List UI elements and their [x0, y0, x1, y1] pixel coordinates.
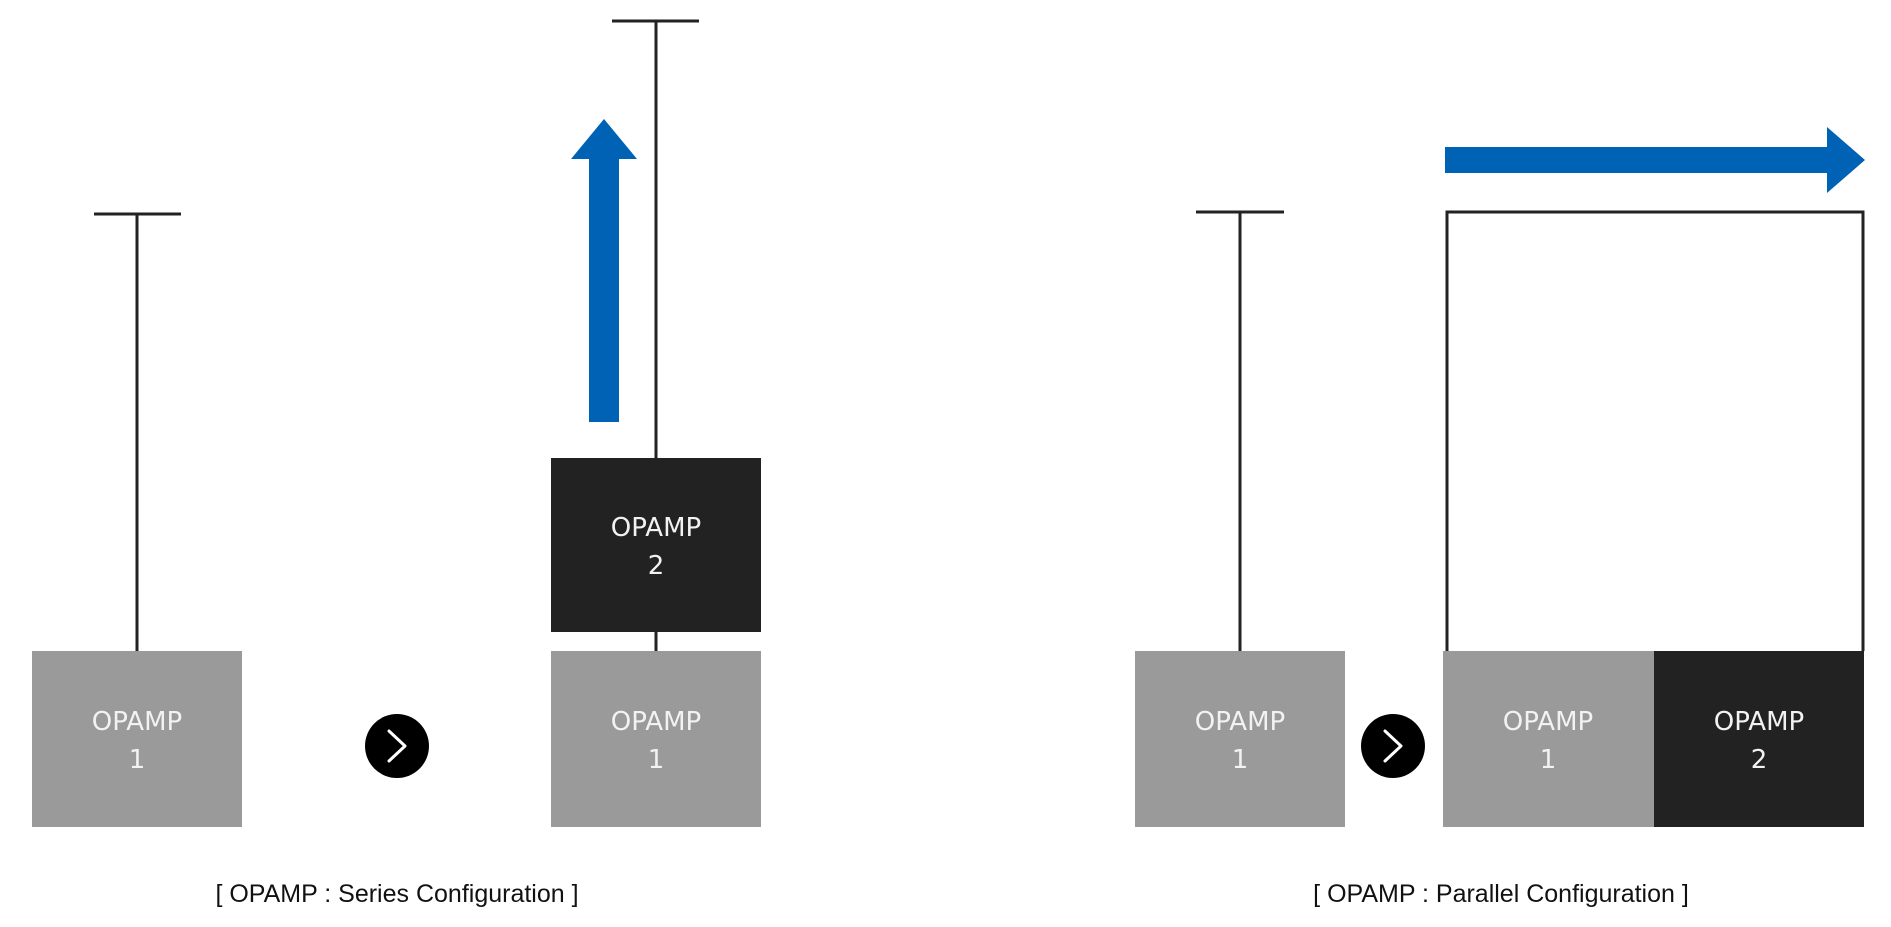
- series-caption: [ OPAMP : Series Configuration ]: [215, 880, 578, 908]
- series-single-opamp-block: [32, 651, 242, 827]
- chevron-right-icon: [387, 729, 407, 763]
- parallel-pair-right-opamp-label-1: OPAMP: [1714, 707, 1804, 737]
- series-stack-top-opamp-block: [551, 458, 761, 632]
- parallel-pair-right-opamp-label-2: 2: [1751, 745, 1768, 775]
- arrow-up-icon: [571, 119, 637, 422]
- series-stack-bottom-opamp-label-2: 1: [648, 745, 665, 775]
- series-next-circle: [365, 714, 429, 778]
- parallel-pair-right-opamp-block: [1654, 651, 1864, 827]
- parallel-gain-frame: [1445, 210, 1865, 651]
- parallel-pair-group: OPAMP 1 OPAMP 2: [1443, 127, 1865, 827]
- series-stack-bottom-opamp-label-1: OPAMP: [611, 707, 701, 737]
- parallel-single-opamp-block: [1135, 651, 1345, 827]
- parallel-configuration: OPAMP 1 OPAMP 1 OPAMP 2 [ OPAMP : Parall…: [1135, 127, 1865, 908]
- parallel-single-opamp-group: OPAMP 1: [1135, 210, 1345, 827]
- parallel-single-opamp-label-2: 1: [1232, 745, 1249, 775]
- parallel-pair-left-opamp-block: [1443, 651, 1654, 827]
- parallel-next-circle: [1361, 714, 1425, 778]
- parallel-pair-left-opamp-label-2: 1: [1540, 745, 1557, 775]
- series-stack-bottom-opamp-block: [551, 651, 761, 827]
- parallel-single-opamp-label-1: OPAMP: [1195, 707, 1285, 737]
- arrow-right-icon: [1445, 127, 1865, 193]
- series-single-opamp-label-1: OPAMP: [92, 707, 182, 737]
- parallel-caption: [ OPAMP : Parallel Configuration ]: [1313, 880, 1689, 908]
- parallel-pair-left-opamp-label-1: OPAMP: [1503, 707, 1593, 737]
- series-configuration: OPAMP 1 OPAMP 2 OPAMP 1 [ OPAMP : Series…: [32, 19, 761, 908]
- series-stack-top-opamp-label-1: OPAMP: [611, 513, 701, 543]
- chevron-right-icon: [1383, 729, 1403, 763]
- series-single-opamp-group: OPAMP 1: [32, 212, 242, 827]
- series-stack-group: OPAMP 2 OPAMP 1: [551, 19, 761, 827]
- series-stack-top-opamp-label-2: 2: [648, 551, 665, 581]
- parallel-next-icon: [1361, 714, 1425, 778]
- series-single-opamp-label-2: 1: [129, 745, 146, 775]
- series-next-icon: [365, 714, 429, 778]
